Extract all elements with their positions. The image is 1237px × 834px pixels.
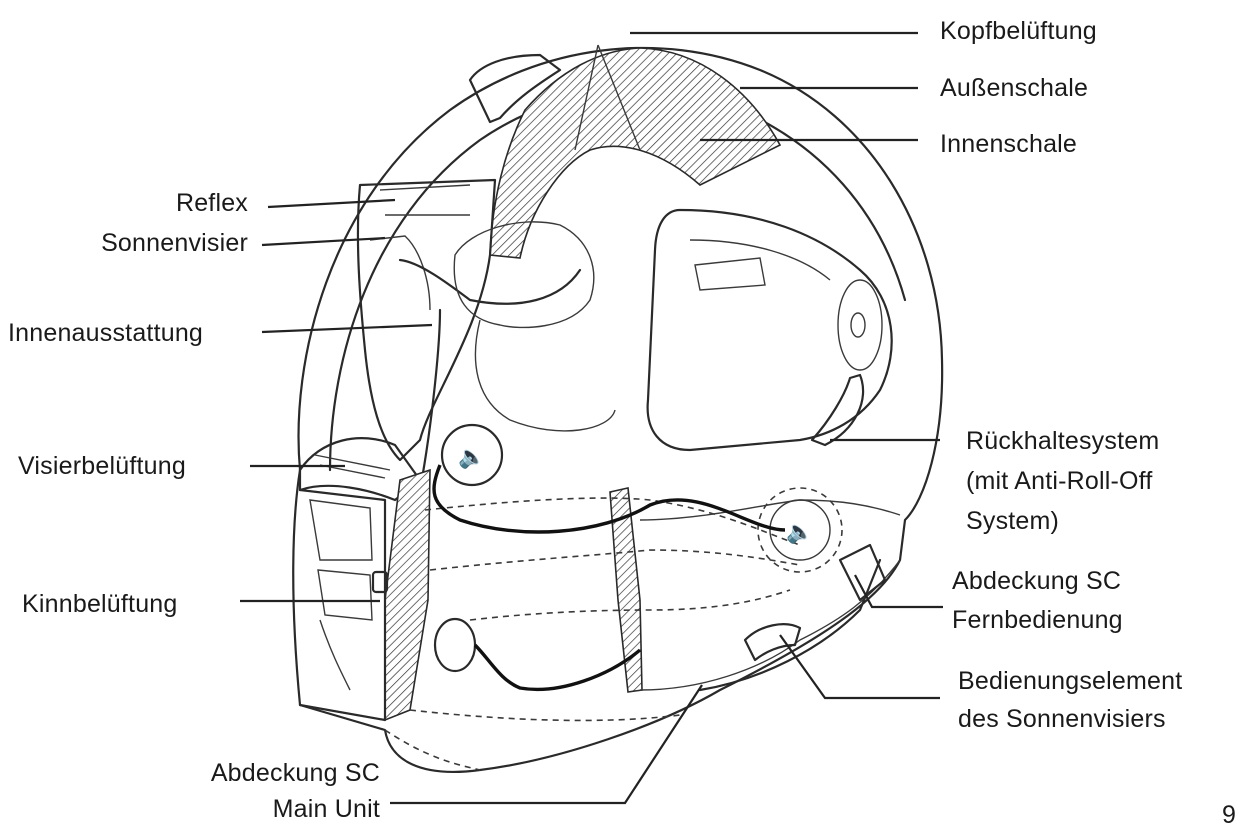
- sun-visor-control: [743, 623, 802, 662]
- chin-hatch: [384, 468, 431, 722]
- speaker-right: [769, 499, 831, 561]
- page-number: 9: [1222, 801, 1237, 829]
- label-innenschale: Innenschale: [940, 130, 1078, 158]
- ear-pad: [837, 279, 883, 371]
- label-sonnenvisier: Sonnenvisier: [101, 229, 248, 257]
- speaker-right-icon: 🔈: [786, 520, 813, 545]
- label-abdeckung-fernbedienung-1: Abdeckung SC: [952, 567, 1122, 595]
- leader-sonnenvisier-control: [779, 634, 940, 700]
- speaker-left: [440, 423, 504, 487]
- label-bedienungselement-2: des Sonnenvisiers: [958, 705, 1166, 733]
- label-innenausstattung: Innenausstattung: [8, 319, 204, 347]
- top-vent: [468, 53, 562, 124]
- leader-innenausstattung: [261, 323, 433, 334]
- label-abdeckung-main-unit-1: Abdeckung SC: [210, 759, 380, 787]
- inner-shell-hatch: [489, 47, 782, 259]
- microphone: [433, 617, 477, 673]
- label-rueckhaltesystem-3: System): [966, 507, 1060, 535]
- label-rueckhaltesystem-2: (mit Anti-Roll-Off: [966, 467, 1153, 495]
- cable-upper: [432, 464, 786, 534]
- label-aussenschale: Außenschale: [940, 74, 1089, 102]
- label-abdeckung-main-unit-2: Main Unit: [272, 795, 380, 823]
- leader-sonnenvisier: [261, 236, 386, 247]
- chin-strap: [810, 373, 865, 447]
- label-reflex: Reflex: [175, 189, 248, 217]
- outer-shell: [292, 46, 944, 773]
- leader-reflex: [267, 198, 396, 209]
- face-opening: [356, 178, 497, 462]
- inner-padding: [453, 221, 595, 329]
- chin-vent: [371, 570, 389, 594]
- leader-main-unit: [390, 684, 703, 805]
- label-bedienungselement-1: Bedienungselement: [958, 667, 1183, 695]
- cable-lower: [473, 643, 642, 692]
- label-rueckhaltesystem-1: Rückhaltesystem: [966, 427, 1160, 455]
- leader-fernbedienung: [854, 574, 943, 609]
- speaker-left-icon: 🔈: [458, 445, 485, 470]
- label-kopfbelueftung: Kopfbelüftung: [940, 17, 1097, 45]
- side-cutout: [646, 208, 893, 452]
- label-visierbelueftung: Visierbelüftung: [18, 452, 186, 480]
- label-abdeckung-fernbedienung-2: Fernbedienung: [952, 606, 1123, 634]
- sc-remote-cover: [838, 543, 887, 602]
- label-kinnbelueftung: Kinnbelüftung: [22, 590, 178, 618]
